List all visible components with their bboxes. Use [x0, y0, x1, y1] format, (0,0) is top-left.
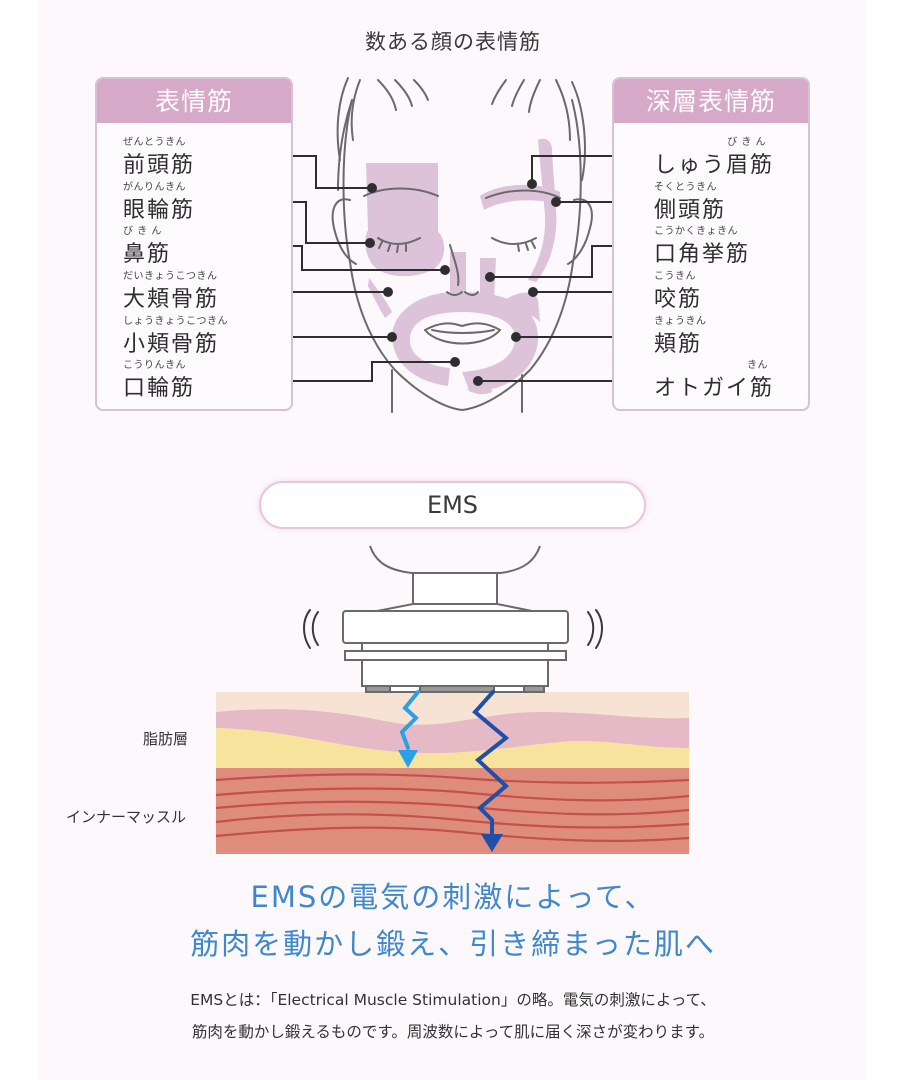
muscle-label: しょうきょうこつきん 小頬骨筋: [123, 316, 228, 358]
muscle-label: こうかくきょきん 口角挙筋: [654, 226, 750, 268]
muscle-label: び き ん 鼻筋: [123, 226, 171, 268]
furigana: こうりんきん: [123, 360, 186, 371]
muscle-fibers: [215, 773, 690, 842]
vibration-right-icon: [587, 609, 603, 649]
muscle-label: きん オトガイ筋: [654, 360, 774, 402]
muscle-label: ぜんとうきん 前頭筋: [123, 137, 195, 179]
furigana: きょうきん: [654, 316, 707, 327]
deep-facial-muscles-header: 深層表情筋: [614, 79, 808, 123]
facial-muscles-header: 表情筋: [97, 79, 291, 123]
headline-line-1: EMSの電気の刺激によって、: [250, 880, 656, 914]
ems-skin-diagram: [215, 545, 690, 854]
muscle-label: こうきん 咬筋: [654, 271, 702, 313]
facial-muscles-box: 表情筋 ぜんとうきん 前頭筋 がんりんきん 眼輪筋 び き ん 鼻筋 だいきょう…: [95, 77, 293, 411]
inner-muscle-label: インナーマッスル: [66, 808, 187, 826]
muscle-label: きょうきん 頬筋: [654, 316, 706, 358]
vibration-left-icon: [303, 609, 319, 649]
furigana: こうきん: [654, 271, 696, 282]
ems-device-icon: [342, 545, 569, 693]
furigana: しょうきょうこつきん: [123, 316, 228, 327]
ems-label-pill: EMS: [259, 481, 646, 529]
fat-layer-label: 脂肪層: [143, 730, 189, 748]
deep-wave-arrow-icon: [472, 690, 510, 838]
muscle-label: び き ん しゅう眉筋: [654, 137, 774, 179]
furigana: そくとうきん: [654, 182, 717, 193]
furigana: だいきょうこつきん: [123, 271, 218, 282]
muscle-label: がんりんきん 眼輪筋: [123, 182, 195, 224]
description-line-1: EMSとは：「Electrical Muscle Stimulation」の略。…: [190, 991, 716, 1009]
muscle-label: だいきょうこつきん 大頬骨筋: [123, 271, 219, 313]
furigana: こうかくきょきん: [654, 226, 738, 237]
leader-dots: [365, 179, 561, 386]
furigana: び き ん: [123, 226, 162, 237]
furigana: び き ん: [727, 137, 767, 148]
furigana: がんりんきん: [123, 182, 186, 193]
muscle-label: こうりんきん 口輪筋: [123, 360, 195, 402]
deep-facial-muscles-box: 深層表情筋 び き ん しゅう眉筋 そくとうきん 側頭筋 こうかくきょきん 口角…: [612, 77, 810, 411]
furigana: きん: [747, 360, 769, 371]
page-title: 数ある顔の表情筋: [365, 30, 541, 54]
muscle-label: そくとうきん 側頭筋: [654, 182, 726, 224]
muscle-highlights: [365, 138, 560, 395]
furigana: ぜんとうきん: [123, 137, 186, 148]
description-line-2: 筋肉を動かし鍛えるものです。周波数によって肌に届く深さが変わります。: [191, 1023, 715, 1041]
headline-line-2: 筋肉を動かし鍛え、引き締まった肌へ: [190, 927, 716, 961]
light-wave-arrow-icon: [399, 690, 420, 750]
